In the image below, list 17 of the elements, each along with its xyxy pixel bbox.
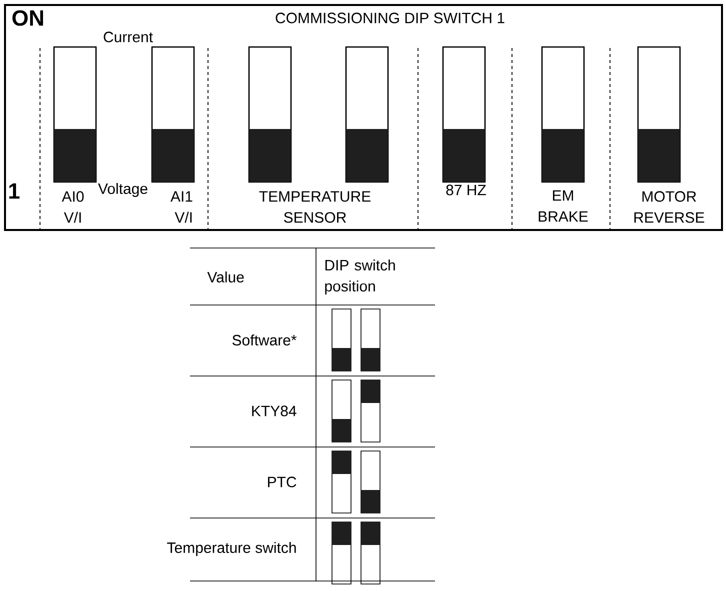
table-cell: KTY84 [252,406,296,416]
switch-label: EM BRAKE [538,190,588,222]
on-marker: ON [12,10,44,26]
switch-label: AI1 V/I [170,191,192,223]
switch-label: AI0 V/I [62,191,84,223]
switch-label: 87 HZ [446,184,486,196]
header-cell: DIP switch position [325,260,395,294]
label: Voltage [98,183,148,197]
header-cell: Value [207,272,244,282]
table-cell: Software* [232,334,297,346]
label: Current [104,32,153,42]
table-cell: PTC [268,476,296,488]
switch-label: TEMPERATURE SENSOR [259,191,370,223]
panel-title: COMMISSIONING DIP SWITCH 1 [276,12,504,24]
table-cell: Temperature switch [167,542,296,556]
switch-label: MOTOR REVERSE [634,191,704,223]
position-number: 1 [9,183,20,199]
